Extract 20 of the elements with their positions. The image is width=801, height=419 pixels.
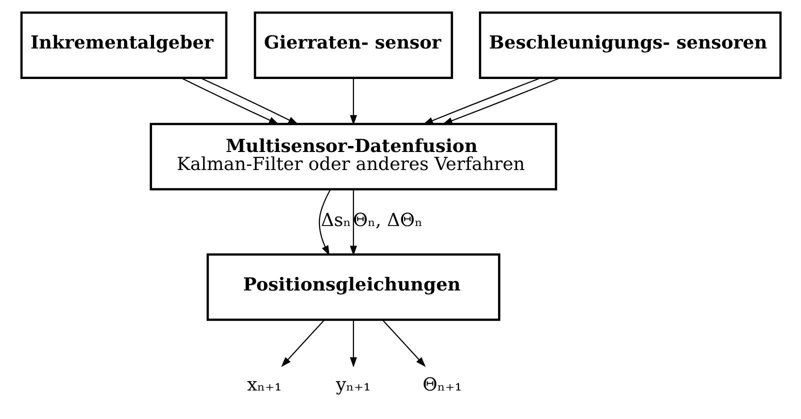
node-box: Beschleunigungs- sensoren	[478, 11, 782, 79]
arrow	[349, 320, 356, 368]
arrow	[200, 77, 298, 125]
arrow	[349, 189, 356, 256]
arrow	[382, 320, 426, 367]
node-text: Θₙ₊₁	[422, 374, 462, 396]
node-text: xₙ₊₁	[246, 374, 282, 396]
node-box: Positionsgleichungen	[206, 253, 500, 321]
edge-label: Θₙ, ΔΘₙ	[352, 210, 422, 232]
node-box: Inkrementalgeber	[20, 11, 227, 79]
arrow	[318, 189, 331, 256]
edge-label: Δsₙ	[320, 210, 351, 232]
arrow	[422, 77, 541, 124]
node-text: yₙ₊₁	[336, 374, 370, 396]
arrow	[280, 320, 324, 367]
node-box: Multisensor-Datenfusion Kalman-Filter oder anderes Verfahren	[149, 122, 557, 190]
node-box: Gierraten- sensor	[253, 11, 453, 79]
arrow	[442, 77, 560, 124]
arrow	[180, 77, 279, 125]
arrow	[349, 78, 356, 126]
